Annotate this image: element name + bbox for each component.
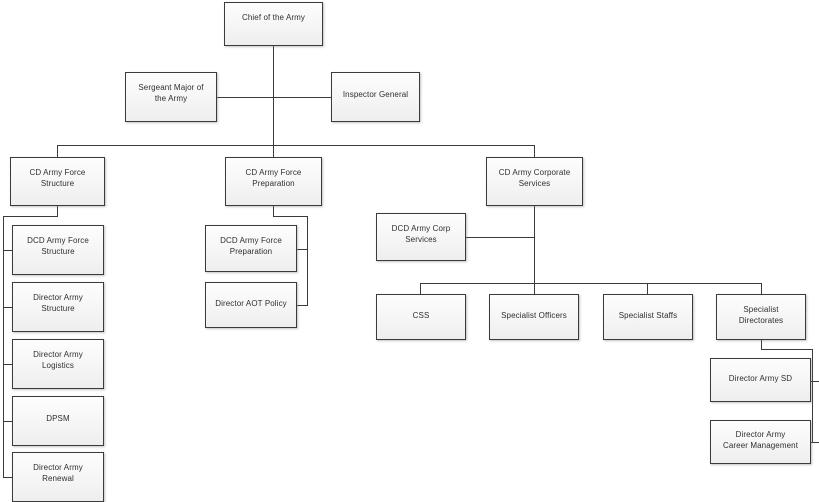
node-label: Specialist Officers <box>501 311 567 320</box>
node-inspector-general[interactable]: Inspector General <box>331 72 420 122</box>
connector-force-preparation-elbow-h <box>273 216 308 217</box>
node-label: DPSM <box>46 414 70 423</box>
node-cd-army-force-preparation[interactable]: CD Army Force Preparation <box>225 157 322 206</box>
connector-cd-drop-preparation <box>273 145 274 157</box>
node-label: DCD Army Force Structure <box>27 236 89 256</box>
connector-specialist-directorates-elbow <box>761 340 762 349</box>
node-director-army-sd[interactable]: Director Army SD <box>710 358 811 402</box>
node-label: CD Army Force Structure <box>29 168 86 188</box>
node-specialist-directorates[interactable]: Specialist Directorates <box>716 294 806 340</box>
connector-force-preparation-spine <box>307 216 308 306</box>
connector-staff-crossbar <box>217 97 331 98</box>
node-label: Director AOT Policy <box>215 299 287 308</box>
node-label: DCD Army Force Preparation <box>220 236 282 256</box>
connector-force-structure-elbow-h <box>3 216 58 217</box>
node-cd-army-force-structure[interactable]: CD Army Force Structure <box>10 157 105 206</box>
node-label: Director Army SD <box>728 374 793 383</box>
connector-chief-trunk <box>273 46 274 145</box>
node-label: Specialist Directorates <box>738 305 784 325</box>
node-css[interactable]: CSS <box>376 294 466 340</box>
node-label: Director Army Renewal <box>33 463 83 483</box>
connector-force-structure-spine <box>3 216 4 478</box>
node-cd-army-corporate-services[interactable]: CD Army Corporate Services <box>486 157 583 206</box>
connector-specialist-directorates-spine <box>812 349 813 442</box>
connector-stub-dcd-force-preparation <box>297 249 308 250</box>
connector-force-structure-elbow <box>57 206 58 216</box>
connector-stub-director-army-sd <box>811 381 819 382</box>
connector-dcd-corp-services <box>466 237 535 238</box>
connector-drop-specialist-officers <box>534 283 535 294</box>
connector-stub-director-aot-policy <box>297 305 308 306</box>
node-label: CD Army Corporate Services <box>498 168 571 188</box>
node-label: CD Army Force Preparation <box>245 168 302 188</box>
node-label: DCD Army Corp Services <box>391 224 451 244</box>
node-specialist-staffs[interactable]: Specialist Staffs <box>603 294 693 340</box>
node-sergeant-major-of-the-army[interactable]: Sergeant Major of the Army <box>125 72 217 122</box>
node-label: Inspector General <box>342 90 409 99</box>
connector-drop-specialist-staffs <box>647 283 648 294</box>
node-label: Sergeant Major of the Army <box>138 83 204 103</box>
node-dcd-army-corp-services[interactable]: DCD Army Corp Services <box>376 213 466 261</box>
node-director-army-career-management[interactable]: Director Army Career Management <box>710 420 811 464</box>
node-dpsm[interactable]: DPSM <box>12 396 104 446</box>
connector-specialist-directorates-elbow-h <box>761 349 813 350</box>
node-director-army-logistics[interactable]: Director Army Logistics <box>12 339 104 389</box>
connector-stub-director-army-logistics <box>3 364 13 365</box>
node-dcd-army-force-preparation[interactable]: DCD Army Force Preparation <box>205 225 297 272</box>
connector-force-preparation-elbow <box>273 206 274 216</box>
connector-stub-director-army-career-management <box>811 442 819 443</box>
connector-cd-drop-structure <box>57 145 58 157</box>
node-label: Director Army Logistics <box>33 350 83 370</box>
connector-cd-drop-corporate <box>534 145 535 157</box>
node-director-aot-policy[interactable]: Director AOT Policy <box>205 282 297 328</box>
connector-stub-director-army-structure <box>3 307 13 308</box>
connector-cd-bus <box>57 145 535 146</box>
node-specialist-officers[interactable]: Specialist Officers <box>489 294 579 340</box>
connector-drop-css <box>420 283 421 294</box>
node-label: Specialist Staffs <box>618 311 678 320</box>
node-dcd-army-force-structure[interactable]: DCD Army Force Structure <box>12 225 104 275</box>
node-label: CSS <box>412 311 430 320</box>
connector-specialist-bus <box>420 283 761 284</box>
node-label: Director Army Structure <box>33 293 83 313</box>
connector-stub-dcd-force-structure <box>3 250 13 251</box>
connector-corporate-trunk <box>534 206 535 294</box>
connector-stub-dpsm <box>3 421 13 422</box>
node-chief-of-the-army[interactable]: Chief of the Army <box>224 2 323 46</box>
node-director-army-structure[interactable]: Director Army Structure <box>12 282 104 332</box>
connector-drop-specialist-directorates <box>761 283 762 294</box>
node-label: Director Army Career Management <box>722 430 799 450</box>
node-director-army-renewal[interactable]: Director Army Renewal <box>12 452 104 502</box>
connector-stub-director-army-renewal <box>3 477 13 478</box>
node-label: Chief of the Army <box>241 13 306 22</box>
